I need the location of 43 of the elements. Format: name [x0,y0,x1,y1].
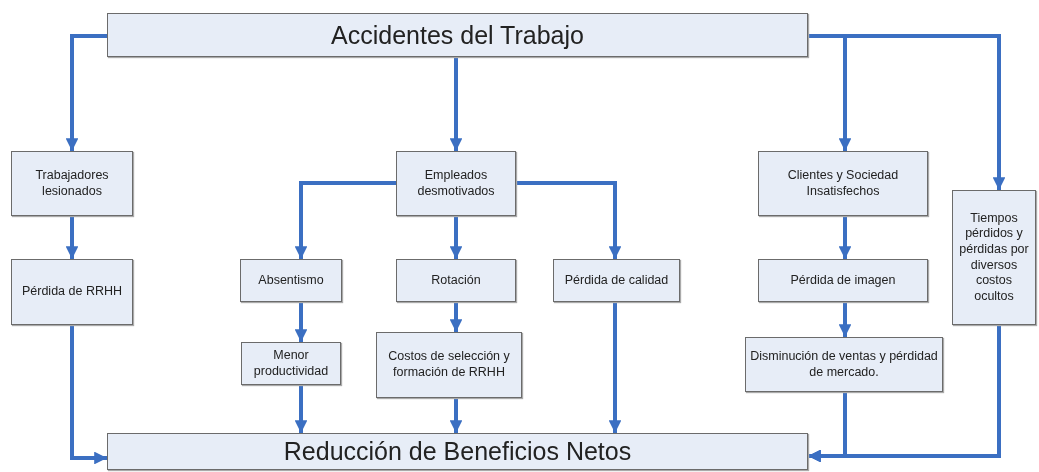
process-box [107,433,808,470]
process-box [952,190,1036,325]
process-box [240,259,342,302]
box-text: Clientes y Sociedad Insatisfechos [786,167,900,200]
process-box [11,259,133,325]
arrow [70,325,107,465]
arrow [449,302,463,332]
process-box [553,259,680,302]
box-text: Menor productividad [252,347,330,380]
box-text: Tiempos pérdidos y pérdidas por diversos costos ocultos [958,210,1030,305]
box-text: Reducción de Beneficios Netos [282,437,633,466]
process-box [241,342,341,385]
box-text: Pérdida de RRHH [20,284,123,300]
box-text: Accidentes del Trabajo [330,20,585,50]
process-box [758,259,928,302]
arrow [449,398,463,433]
arrow [449,57,463,151]
arrow [838,302,852,337]
box-text: Pérdida de imagen [789,272,897,289]
arrow [65,34,107,151]
arrow [808,34,1006,190]
arrow [294,181,396,259]
box-text: Disminución de ventas y pérdidad de mercado. [749,348,939,381]
arrow [449,216,463,259]
arrow [65,216,79,259]
box-text: Absentismo [257,272,325,289]
box-text: Costos de selección y formación de RRHH [387,349,511,381]
box-text: Rotación [430,272,482,289]
process-box [376,332,522,398]
process-box [396,259,516,302]
arrow [608,302,622,433]
process-box [745,337,943,392]
process-box [758,151,928,216]
arrow [838,216,852,259]
box-text: Empleados desmotivados [416,167,496,200]
process-box [396,151,516,216]
arrow [516,181,622,259]
box-text: Trabajadores lesionados [34,167,110,200]
process-box [107,13,808,57]
arrow [294,385,308,433]
box-text: Pérdida de calidad [563,272,670,289]
arrow [294,302,308,342]
process-box [11,151,133,216]
